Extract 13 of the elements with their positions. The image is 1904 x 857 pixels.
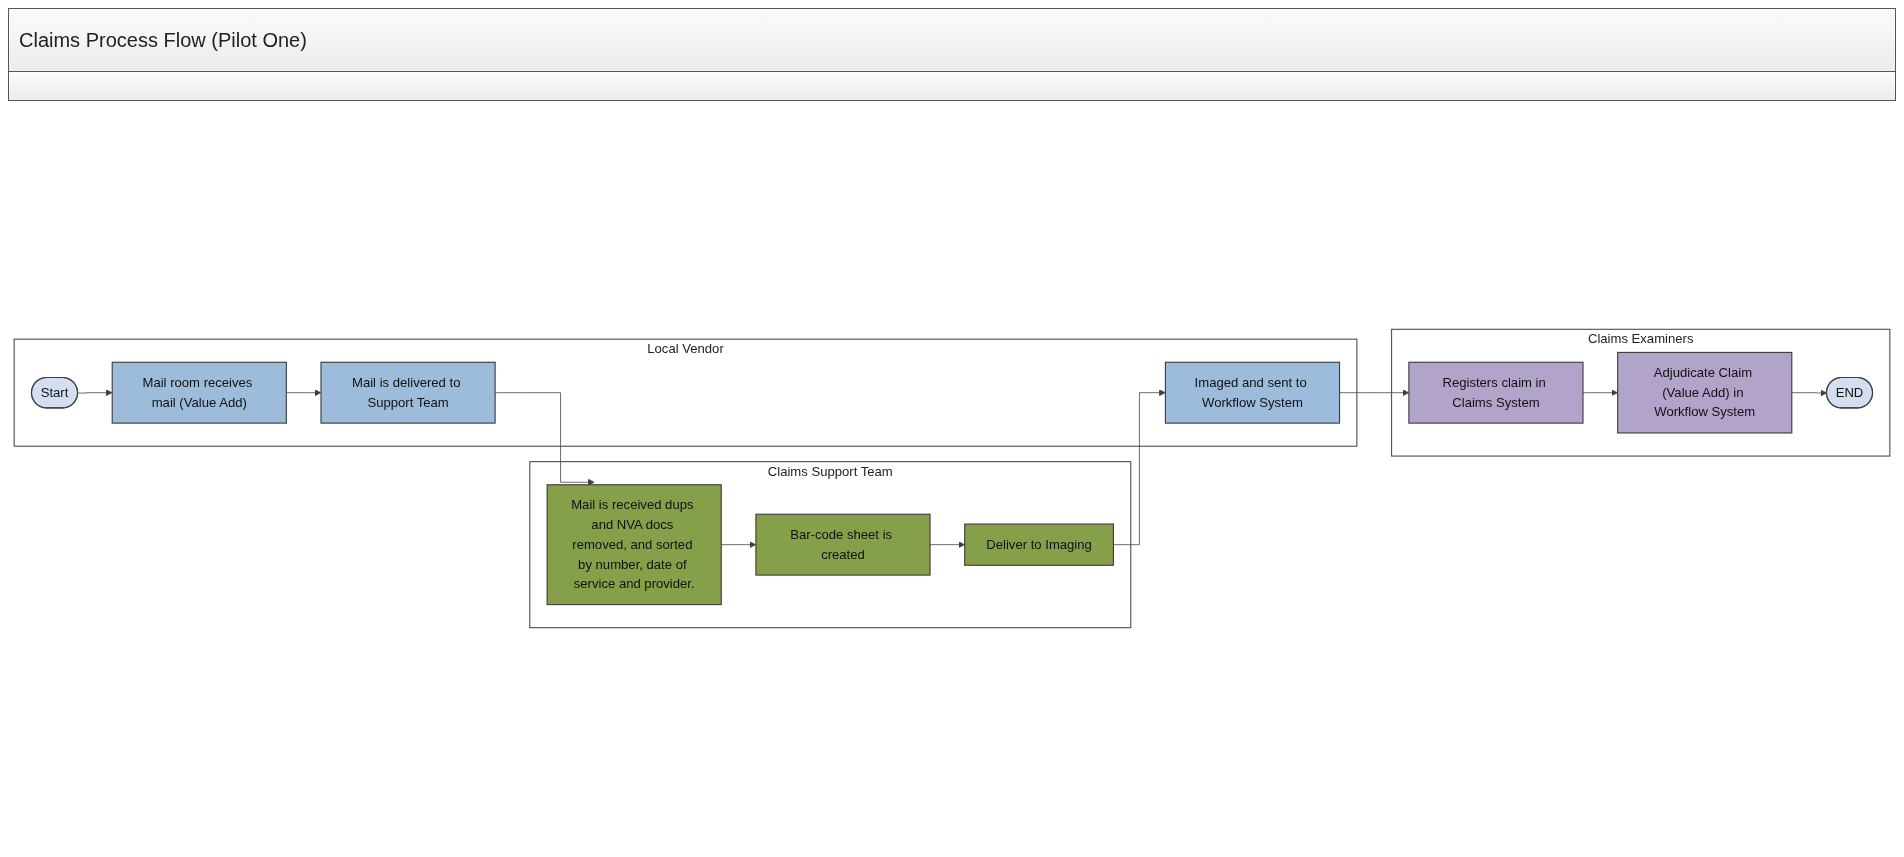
node-box (964, 523, 1114, 566)
node-box (111, 361, 287, 424)
node-box (1617, 351, 1793, 434)
node-box (320, 361, 496, 424)
node-box (1408, 361, 1584, 424)
diagram-title: Claims Process Flow (Pilot One) (19, 28, 307, 52)
node-box (755, 513, 931, 576)
cluster (529, 461, 1132, 629)
cluster (1390, 328, 1891, 457)
flowchart: Local Vendor Claims Support Team Claims Examiners Registers claim in Claims System Adjudicate Claim (Value Add) in Workflow System END Mail is received dups and NVA docs removed, and sorted by number, date of service and provider. Bar-code sheet is created Deliver to Imaging Start Mail room receives mail (Value Add) Mail is delivered to Support Team Imaged and sent to Workflow System (8, 108, 1896, 849)
node-box (546, 484, 722, 606)
cluster (13, 338, 1358, 447)
node-box (1164, 361, 1341, 424)
